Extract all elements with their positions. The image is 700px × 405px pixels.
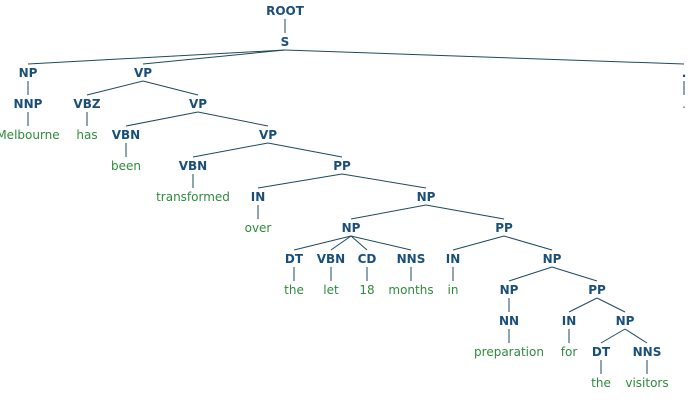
tree-edge	[508, 266, 553, 282]
token-word: transformed	[156, 190, 230, 204]
constituent-label: .	[682, 66, 687, 80]
constituent-label: PP	[588, 283, 606, 297]
constituent-label: VBN	[112, 128, 140, 142]
token-word: over	[245, 221, 272, 235]
tree-edge	[596, 297, 626, 313]
tree-edge	[142, 49, 286, 65]
tree-edge	[293, 235, 352, 251]
token-word: for	[561, 345, 578, 359]
tree-edge	[284, 49, 685, 65]
token-word: the	[284, 283, 304, 297]
tree-edge	[425, 204, 505, 220]
constituent-label: NP	[417, 190, 436, 204]
constituent-label: NP	[500, 283, 519, 297]
tree-edge	[330, 235, 352, 251]
tree-edge	[125, 111, 199, 127]
constituent-label: VP	[259, 128, 277, 142]
constituent-label: PP	[495, 221, 513, 235]
tree-edge	[267, 142, 343, 158]
constituent-label: DT	[285, 252, 304, 266]
tree-edge	[192, 142, 269, 158]
constituent-label: NNS	[633, 345, 662, 359]
constituent-label: NNP	[14, 97, 43, 111]
constituent-label: VBZ	[73, 97, 100, 111]
tree-edge	[197, 111, 269, 127]
tree-edge	[257, 173, 343, 189]
constituent-label: VBN	[179, 159, 207, 173]
tree-edge	[624, 328, 648, 344]
tree-edge	[86, 80, 144, 96]
parse-tree-edges	[27, 19, 685, 374]
token-word: the	[591, 376, 611, 390]
parse-tree-labels: ROOT S NP VP. NNP Melbourne VBZ has VP VBN been VP V…	[0, 4, 686, 390]
constituent-label: CD	[358, 252, 377, 266]
token-word: visitors	[625, 376, 668, 390]
constituent-label: NP	[543, 252, 562, 266]
tree-edge	[568, 297, 598, 313]
tree-edge	[142, 80, 199, 96]
constituent-label: VBN	[317, 252, 345, 266]
tree-edge	[350, 204, 427, 220]
constituent-label: NP	[342, 221, 361, 235]
tree-edge	[600, 328, 626, 344]
constituent-label: VP	[134, 66, 152, 80]
constituent-label: IN	[562, 314, 577, 328]
token-word: has	[76, 128, 97, 142]
token-word: months	[388, 283, 433, 297]
tree-edge	[551, 266, 598, 282]
token-word: let	[323, 283, 339, 297]
constituent-label: PP	[333, 159, 351, 173]
tree-edge	[341, 173, 427, 189]
constituent-label: IN	[446, 252, 461, 266]
constituent-label: NN	[499, 314, 519, 328]
tree-edge	[350, 235, 368, 251]
tree-edge	[503, 235, 553, 251]
tree-edge	[27, 49, 286, 65]
token-word: Melbourne	[0, 128, 60, 142]
tree-edge	[350, 235, 412, 251]
constituent-label: S	[281, 35, 290, 49]
token-word: preparation	[474, 345, 544, 359]
constituent-label: ROOT	[266, 4, 305, 18]
constituent-label: VP	[189, 97, 207, 111]
constituent-label: NP	[19, 66, 38, 80]
token-word: .	[682, 97, 686, 111]
constituent-label: IN	[251, 190, 266, 204]
constituent-label: DT	[592, 345, 611, 359]
constituent-label: NNS	[397, 252, 426, 266]
tree-edge	[452, 235, 505, 251]
token-word: 18	[359, 283, 374, 297]
token-word: in	[448, 283, 459, 297]
constituent-label: NP	[616, 314, 635, 328]
token-word: been	[111, 159, 141, 173]
